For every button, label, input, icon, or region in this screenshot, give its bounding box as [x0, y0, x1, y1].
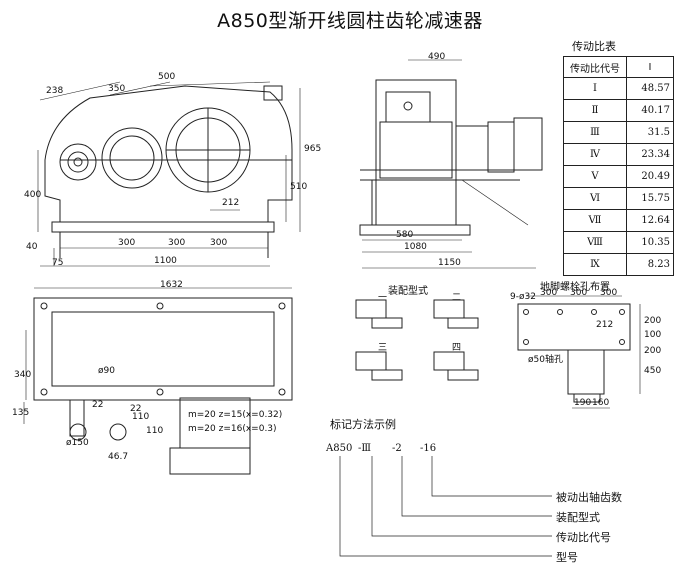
ratio-code: Ⅲ [563, 121, 627, 144]
plan-dim-22-b: 22 [130, 404, 142, 414]
marking-code-assembly: -2 [392, 443, 402, 454]
side-dim-1150: 1150 [438, 258, 461, 268]
page-title: A850型渐开线圆柱齿轮减速器 [217, 10, 483, 32]
marking-title: 标记方法示例 [330, 418, 396, 431]
header-i: I [626, 56, 674, 78]
plan-dim-22-a: 22 [92, 400, 104, 410]
foundation-title: 地脚螺栓孔布置 [540, 282, 610, 293]
foundation-dim-200-a: 200 [644, 316, 662, 326]
side-dim-580: 580 [396, 230, 414, 240]
ratio-table-header: 传动比代号 I [563, 56, 674, 78]
marking-code-ratio: -Ⅲ [358, 443, 372, 454]
front-dim-40: 40 [26, 242, 38, 252]
ratio-value: 23.34 [626, 143, 674, 166]
front-dim-350: 350 [108, 84, 126, 94]
ratio-code: Ⅶ [563, 209, 627, 232]
front-dim-500: 500 [158, 72, 176, 82]
ratio-value: 10.35 [626, 231, 674, 254]
marking-code-teeth: -16 [420, 443, 437, 454]
plan-dim-46.7: 46.7 [108, 452, 129, 462]
foundation-dim-160: 160 [592, 398, 610, 408]
ratio-value: 15.75 [626, 187, 674, 210]
marking-code-model: A850 [326, 443, 353, 454]
front-dim-238: 238 [46, 86, 64, 96]
plan-dim-ø150: ø150 [66, 438, 89, 448]
marking-leaders [339, 456, 552, 557]
foundation-dim-300-c: 300 [600, 288, 618, 298]
marking-legend-model: 型号 [556, 551, 578, 564]
ratio-value: 40.17 [626, 99, 674, 122]
plan-dim-110-b: 110 [146, 426, 164, 436]
assembly-label-1: 一 [378, 293, 388, 303]
ratio-value: 20.49 [626, 165, 674, 188]
foundation-layout [517, 295, 641, 409]
front-dim-510: 510 [290, 182, 308, 192]
foundation-dim-200-b: 200 [644, 346, 662, 356]
foundation-dim-212: 212 [596, 320, 614, 330]
ratio-code: Ⅴ [563, 165, 627, 188]
foundation-dim-100: 100 [644, 330, 662, 340]
foundation-dim-450: 450 [644, 366, 662, 376]
foundation-dim-300-a: 300 [540, 288, 558, 298]
front-view [37, 81, 301, 267]
ratio-value: 12.64 [626, 209, 674, 232]
plan-dim-340: 340 [14, 370, 32, 380]
plan-view [23, 287, 293, 475]
assembly-label-2: 二 [452, 293, 462, 303]
ratio-code: Ⅰ [563, 77, 627, 100]
marking-legend-teeth: 被动出轴齿数 [556, 491, 622, 504]
ratio-code: Ⅳ [563, 143, 627, 166]
ratio-table-caption: 传动比表 [572, 40, 616, 53]
ratio-value: 48.57 [626, 77, 674, 100]
foundation-dim-190: 190 [574, 398, 592, 408]
assembly-label-3: 三 [378, 343, 388, 353]
assembly-title: 装配型式 [388, 286, 428, 297]
plan-dim-110-a: 110 [132, 412, 150, 422]
marking-legend-ratio: 传动比代号 [556, 531, 611, 544]
header-code: 传动比代号 [563, 56, 627, 78]
front-dim-300-a: 300 [118, 238, 136, 248]
front-dim-75: 75 [52, 258, 64, 268]
side-dim-490: 490 [428, 52, 446, 62]
front-dim-400: 400 [24, 190, 42, 200]
front-dim-1100: 1100 [154, 256, 177, 266]
ratio-value: 8.23 [626, 253, 674, 276]
ratio-code: Ⅷ [563, 231, 627, 254]
plan-dim-ø90: ø90 [98, 366, 115, 376]
foundation-holes: 9-ø32 [510, 292, 536, 302]
ratio-value: 31.5 [626, 121, 674, 144]
foundation-dim-300-b: 300 [570, 288, 588, 298]
foundation-shaft-hole: ø50轴孔 [528, 355, 563, 365]
front-dim-965: 965 [304, 144, 322, 154]
assembly-types [355, 299, 479, 381]
marking-legend-assembly: 装配型式 [556, 511, 600, 524]
front-dim-300-b: 300 [168, 238, 186, 248]
front-dim-300-c: 300 [210, 238, 228, 248]
side-view [359, 59, 543, 269]
gear-note-1: m=20 z=15(x=0.32) [188, 410, 283, 420]
ratio-code: Ⅸ [563, 253, 627, 276]
front-dim-212: 212 [222, 198, 240, 208]
gear-note-2: m=20 z=16(x=0.3) [188, 424, 277, 434]
side-dim-1080: 1080 [404, 242, 427, 252]
assembly-label-4: 四 [452, 343, 462, 353]
ratio-code: Ⅵ [563, 187, 627, 210]
plan-dim-1632: 1632 [160, 280, 183, 290]
ratio-code: Ⅱ [563, 99, 627, 122]
plan-dim-135: 135 [12, 408, 30, 418]
